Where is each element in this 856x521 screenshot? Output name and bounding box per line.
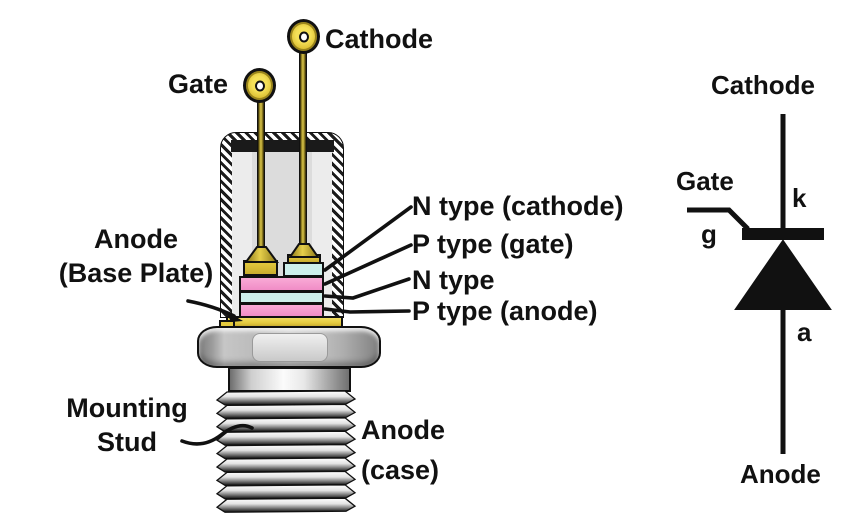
symbol-cathode-bar bbox=[742, 228, 824, 240]
symbol-triangle bbox=[734, 239, 832, 310]
gate-ring-terminal bbox=[243, 68, 276, 103]
symbol-letter-k: k bbox=[792, 183, 807, 213]
symbol-label-cathode: Cathode bbox=[711, 70, 815, 100]
cathode-contact-pad bbox=[287, 254, 321, 264]
label-anode-case-line1: Anode bbox=[361, 415, 445, 445]
symbol-gate-line bbox=[687, 207, 750, 231]
layer-n-type-cathode bbox=[283, 262, 324, 277]
label-gate-terminal: Gate bbox=[168, 69, 229, 99]
symbol-letter-g: g bbox=[701, 219, 717, 249]
gate-contact-pad bbox=[243, 260, 278, 276]
symbol-label-gate: Gate bbox=[676, 166, 734, 196]
label-anode-case-line2: (case) bbox=[361, 455, 440, 485]
hex-nut bbox=[197, 326, 381, 368]
label-p-type-gate: P type (gate) bbox=[412, 229, 574, 259]
label-mounting-stud-line2: Stud bbox=[97, 427, 157, 457]
gate-ring-hole bbox=[254, 80, 265, 91]
label-mounting-stud: Mounting Stud bbox=[52, 391, 202, 459]
thyristor-symbol bbox=[687, 114, 832, 454]
cathode-ring-hole bbox=[298, 31, 309, 42]
label-p-type-anode: P type (anode) bbox=[412, 296, 598, 326]
hex-nut-facet bbox=[252, 333, 328, 362]
cathode-ring-terminal bbox=[287, 19, 320, 54]
label-anode-case: Anode (case) bbox=[361, 410, 445, 490]
symbol-label-anode: Anode bbox=[740, 459, 821, 489]
gate-lead-wire bbox=[257, 99, 265, 251]
label-cathode-terminal: Cathode bbox=[325, 24, 433, 54]
cathode-lead-wire bbox=[299, 51, 307, 249]
label-anode-base-plate-line1: Anode bbox=[94, 224, 178, 254]
label-n-type-cathode: N type (cathode) bbox=[412, 191, 624, 221]
symbol-letter-a: a bbox=[797, 317, 812, 347]
label-anode-base-plate-line2: (Base Plate) bbox=[58, 258, 214, 288]
case-top-seal-band bbox=[231, 140, 334, 152]
label-anode-base-plate: Anode (Base Plate) bbox=[46, 222, 226, 290]
layer-p-type-gate bbox=[239, 276, 324, 292]
threaded-mounting-stud bbox=[216, 390, 356, 513]
label-n-type: N type bbox=[412, 265, 495, 295]
label-mounting-stud-line1: Mounting bbox=[66, 393, 188, 423]
stud-collar bbox=[228, 367, 351, 392]
